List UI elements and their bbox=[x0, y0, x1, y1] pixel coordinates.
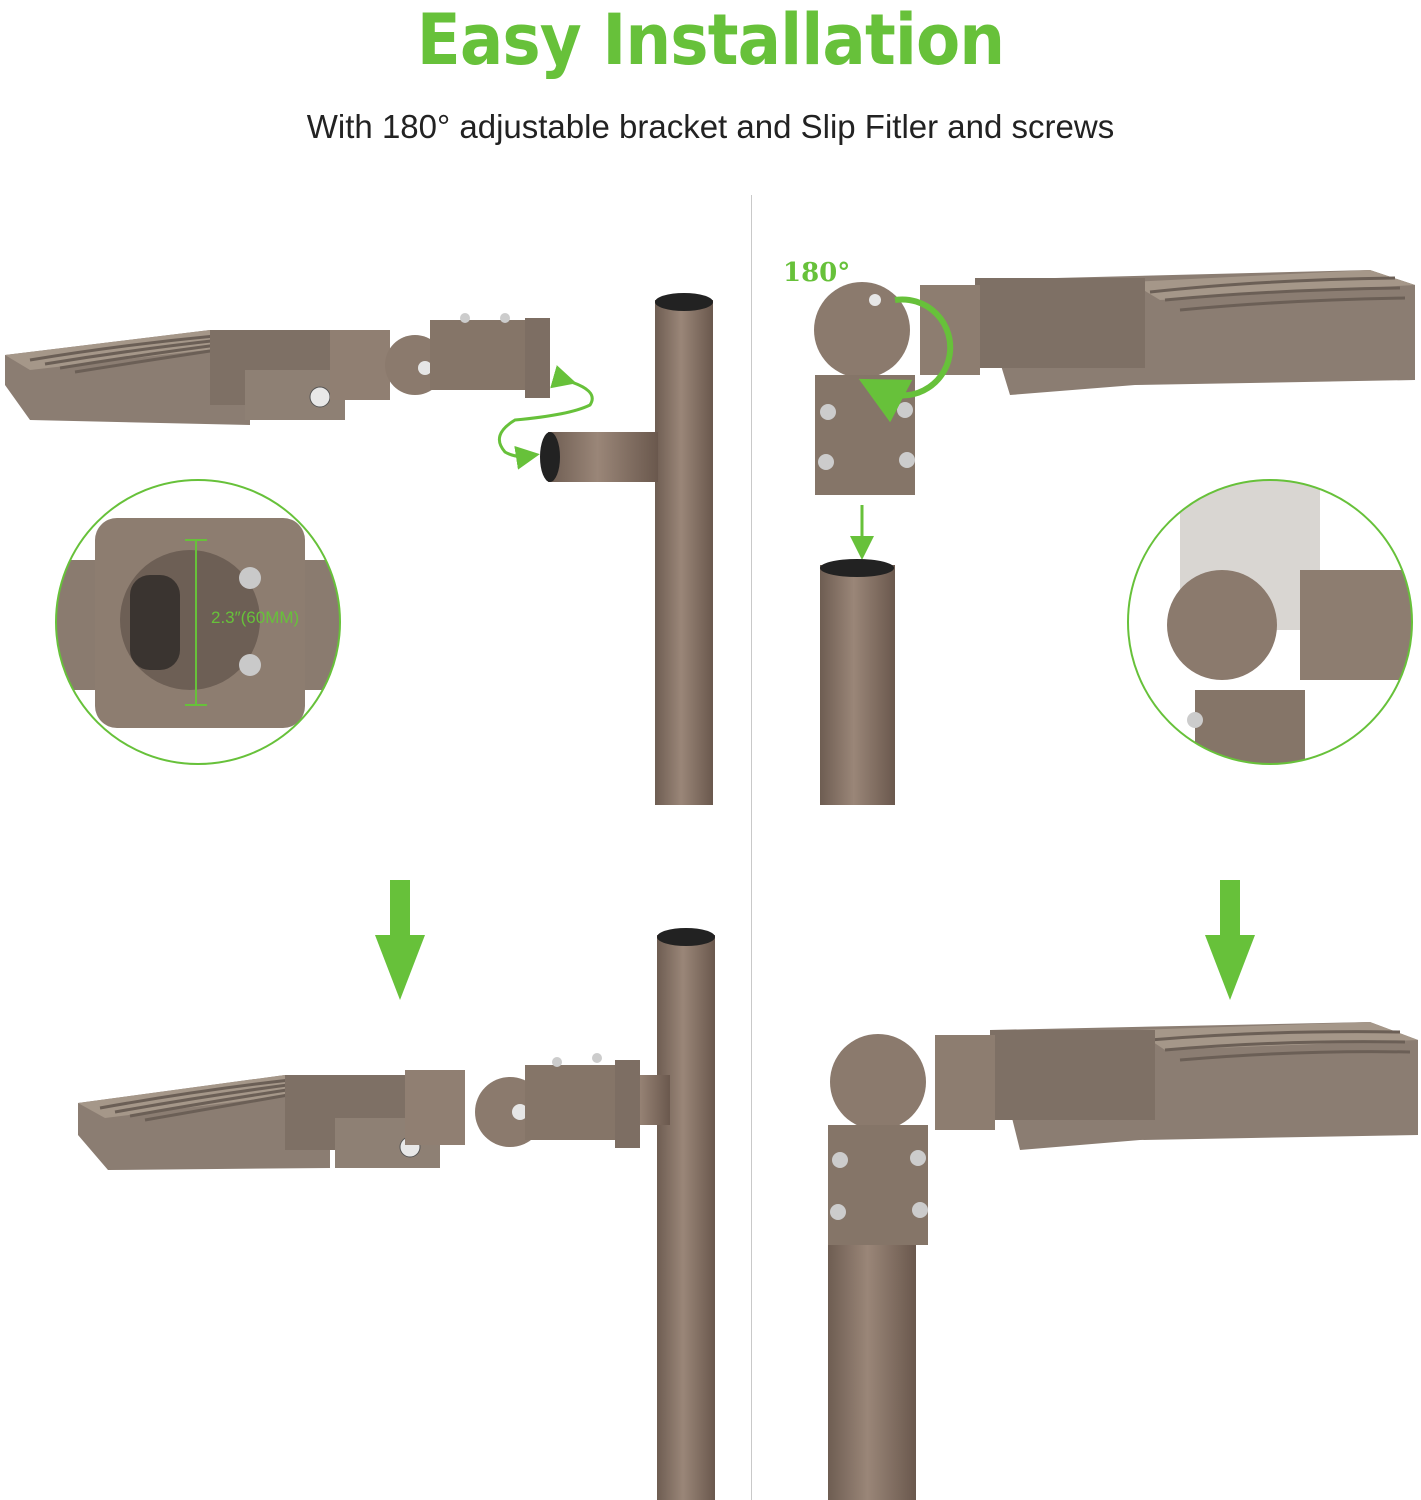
page-title: Easy Installation bbox=[416, 0, 1005, 81]
bottom-right-fixture bbox=[828, 1022, 1418, 1245]
bottom-left-fixture bbox=[78, 1053, 640, 1170]
top-left-insert-arrow bbox=[497, 365, 594, 470]
bottom-left-pole bbox=[610, 928, 715, 1500]
bracket-detail-zoom bbox=[55, 479, 341, 765]
bottom-right-pole bbox=[828, 1240, 916, 1500]
pole-diameter-label: 2.3″(60MM) bbox=[211, 608, 300, 627]
center-divider bbox=[751, 195, 752, 1500]
rotation-arrow bbox=[858, 296, 954, 423]
top-right-pole bbox=[820, 559, 895, 805]
top-left-pole bbox=[540, 293, 713, 805]
page-subtitle: With 180° adjustable bracket and Slip Fi… bbox=[306, 108, 1115, 145]
top-right-fixture bbox=[814, 270, 1415, 495]
top-left-fixture bbox=[5, 313, 550, 425]
rotation-angle-label: 180° bbox=[783, 258, 851, 288]
rotation-detail-zoom bbox=[1127, 479, 1413, 765]
step-down-arrow-right bbox=[1205, 880, 1255, 1000]
step-down-arrow-left bbox=[375, 880, 425, 1000]
